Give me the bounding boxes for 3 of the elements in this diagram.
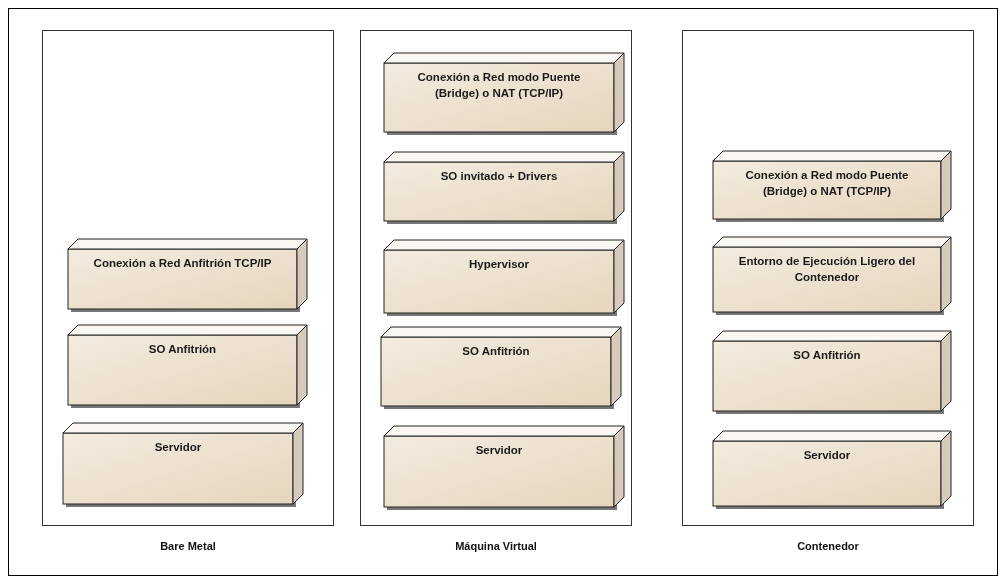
column-label: Bare Metal xyxy=(159,540,217,552)
column-label: Máquina Virtual xyxy=(454,540,538,552)
column-label: Contenedor xyxy=(796,540,860,552)
